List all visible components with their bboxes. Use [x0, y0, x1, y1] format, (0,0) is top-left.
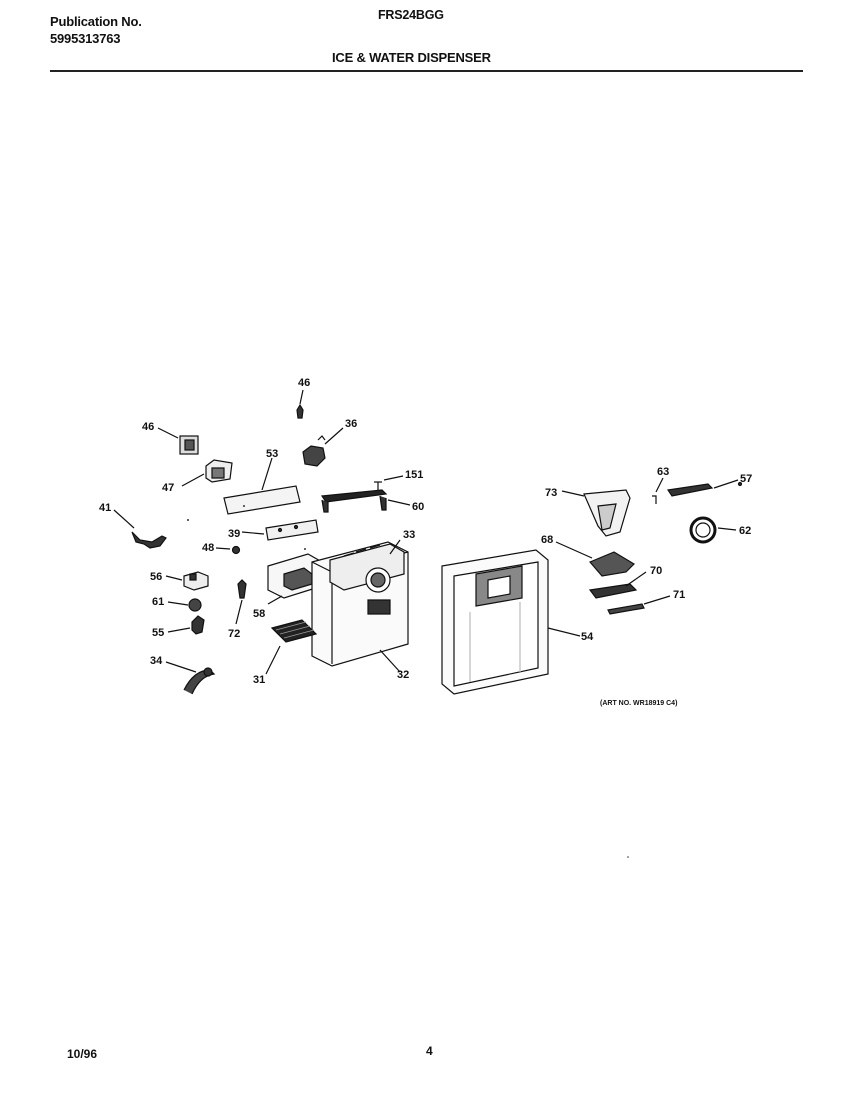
callout-151: 151	[405, 469, 423, 481]
part-56-block	[165, 571, 209, 591]
callout-71: 71	[673, 589, 685, 601]
part-58-housing	[267, 553, 323, 605]
part-55-actuator	[167, 615, 205, 635]
part-36-switch	[302, 427, 344, 467]
callout-61: 61	[152, 596, 164, 608]
section-title: ICE & WATER DISPENSER	[332, 50, 491, 65]
callout-55: 55	[152, 627, 164, 639]
header-rule	[50, 70, 803, 72]
publication-label: Publication No.	[50, 14, 142, 29]
callout-31: 31	[253, 674, 265, 686]
part-32-dispenser-body	[311, 539, 409, 673]
part-62-ring	[689, 516, 737, 544]
part-53-panel	[223, 457, 301, 515]
callout-63: 63	[657, 466, 669, 478]
callout-54: 54	[581, 631, 594, 643]
part-54-door-panel	[441, 549, 581, 695]
callout-46-top: 46	[298, 377, 310, 389]
callout-68: 68	[541, 534, 553, 546]
part-70-bracket	[588, 571, 647, 599]
part-60-bar	[320, 489, 411, 513]
callout-48: 48	[202, 542, 214, 554]
callout-72: 72	[228, 628, 240, 640]
part-68-arm	[555, 541, 635, 577]
scan-specks	[187, 505, 629, 858]
part-39-board	[241, 519, 319, 541]
callout-33: 33	[403, 529, 415, 541]
callout-labels: 46 46 36 53 47 151 60 41 39 33 48 56 61 …	[99, 377, 752, 707]
callout-53: 53	[266, 448, 278, 460]
part-71-rod	[607, 595, 671, 615]
callout-39: 39	[228, 528, 240, 540]
footer-date: 10/96	[67, 1047, 98, 1061]
page-number: 4	[426, 1044, 433, 1058]
part-34-tube	[165, 661, 216, 695]
part-47-frame	[181, 459, 233, 487]
callout-41: 41	[99, 502, 111, 514]
model-number: FRS24BGG	[378, 8, 444, 22]
callout-47: 47	[162, 482, 174, 494]
art-number: (ART NO. WR18919 C4)	[600, 700, 677, 707]
publication-number: 5995313763	[50, 31, 121, 46]
callout-57: 57	[740, 473, 752, 485]
callout-36: 36	[345, 418, 357, 430]
part-31-grille	[265, 619, 318, 675]
callout-60: 60	[412, 501, 424, 513]
part-46-gasket	[157, 427, 199, 455]
callout-32: 32	[397, 669, 409, 681]
part-46-clip	[296, 389, 304, 419]
part-41-bracket	[113, 509, 167, 549]
part-72-pin	[235, 579, 247, 625]
part-57-lever	[652, 477, 743, 504]
part-61-spring	[167, 598, 202, 612]
callout-34: 34	[150, 655, 163, 667]
callout-62: 62	[739, 525, 751, 537]
callout-58: 58	[253, 608, 265, 620]
part-48-knob	[215, 545, 241, 555]
callout-46-left: 46	[142, 421, 154, 433]
callout-56: 56	[150, 571, 162, 583]
callout-70: 70	[650, 565, 662, 577]
part-73-chute	[561, 489, 631, 537]
callout-73: 73	[545, 487, 557, 499]
